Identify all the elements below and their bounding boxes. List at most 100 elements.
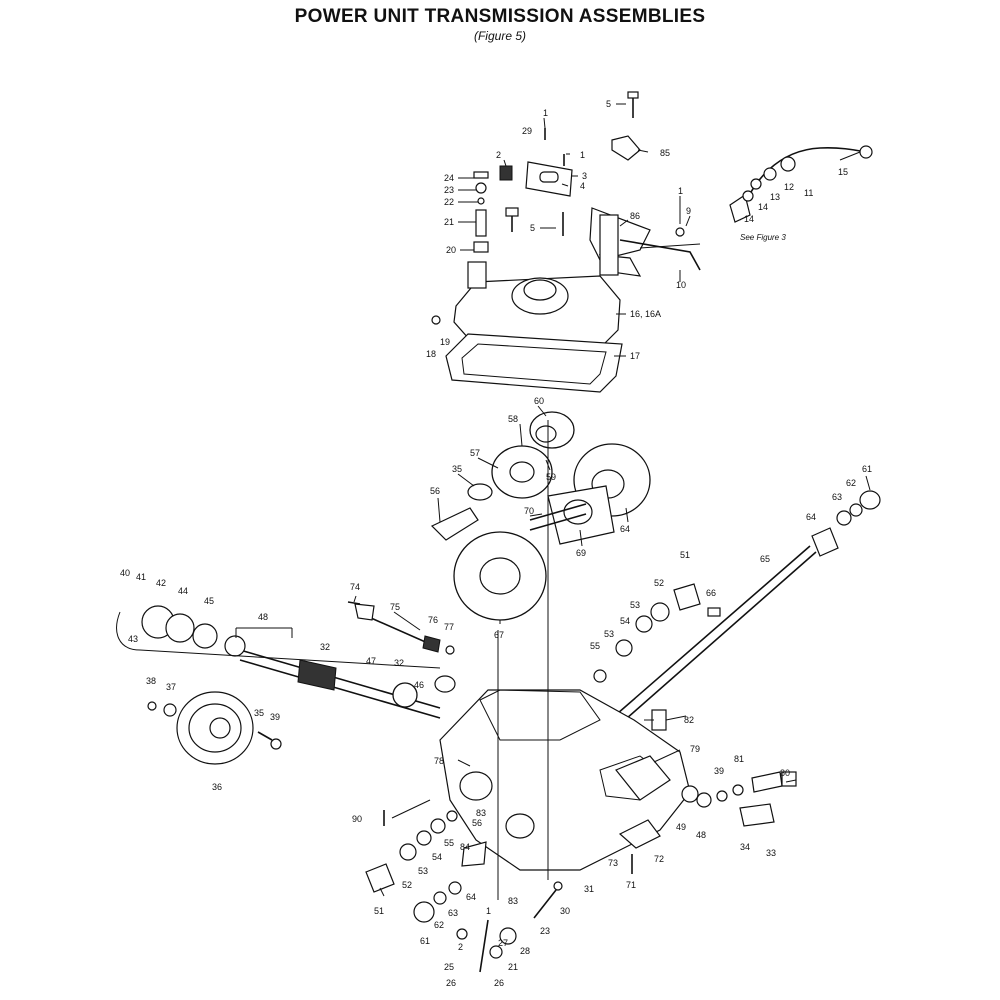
callout-14: 14: [744, 214, 754, 224]
spring-2: [499, 165, 513, 181]
callout-54: 54: [432, 852, 442, 862]
callout-32: 32: [394, 658, 404, 668]
callout-82: 82: [684, 715, 694, 725]
callout-64: 64: [466, 892, 476, 902]
callout-26: 26: [494, 978, 504, 988]
callout-62: 62: [846, 478, 856, 488]
callout-15: 15: [838, 167, 848, 177]
side-assembly-79-80-81: [615, 755, 797, 808]
callout-14: 14: [758, 202, 768, 212]
washers-12-13-14: [742, 156, 796, 202]
callout-63: 63: [448, 908, 458, 918]
callout-38: 38: [146, 676, 156, 686]
lever-30: [533, 881, 563, 919]
callout-62: 62: [434, 920, 444, 930]
worm-32: [297, 659, 337, 691]
callout-59: 59: [546, 472, 556, 482]
callout-41: 41: [136, 572, 146, 582]
callout-18: 18: [426, 349, 436, 359]
pin-74: [347, 601, 361, 605]
callout-33: 33: [766, 848, 776, 858]
callout-28: 28: [520, 946, 530, 956]
callout-55: 55: [590, 641, 600, 651]
fork-34: [739, 803, 775, 827]
callout-5: 5: [530, 223, 535, 233]
callout-32: 32: [320, 642, 330, 652]
callout-53: 53: [604, 629, 614, 639]
callout-9: 9: [686, 206, 691, 216]
cover-housing-16: [453, 261, 621, 351]
callout-2: 2: [458, 942, 463, 952]
screw-9: [675, 227, 685, 237]
callout-1: 1: [543, 108, 548, 118]
screw-5b: [505, 207, 564, 236]
shift-rod-75: [354, 603, 431, 645]
page-title: POWER UNIT TRANSMISSION ASSEMBLIES: [294, 6, 706, 27]
callout-69: 69: [576, 548, 586, 558]
callout-49: 49: [676, 822, 686, 832]
callout-39: 39: [714, 766, 724, 776]
callout-5: 5: [606, 99, 611, 109]
right-axle-parts-61-64: [811, 490, 881, 557]
callout-1: 1: [678, 186, 683, 196]
spring-76-77: [422, 635, 455, 655]
callout-72: 72: [654, 854, 664, 864]
screw-18-19: [431, 315, 441, 325]
callout-44: 44: [178, 586, 188, 596]
snap-ring-35: [467, 483, 493, 501]
callout-83: 83: [508, 896, 518, 906]
callout-see-figure: See Figure 3: [740, 233, 786, 242]
callout-51: 51: [374, 906, 384, 916]
callout-57: 57: [470, 448, 480, 458]
callout-23: 23: [540, 926, 550, 936]
callout-81: 81: [734, 754, 744, 764]
shift-lever-plate: [589, 207, 651, 277]
callout-21: 21: [508, 962, 518, 972]
pulley-hub-42-45: [141, 605, 246, 657]
callout-10: 10: [676, 280, 686, 290]
lower-right-stack-61-63: [413, 881, 462, 923]
callout-26: 26: [446, 978, 456, 988]
callout-53: 53: [630, 600, 640, 610]
shifter-bolt-5: [627, 91, 639, 118]
callout-70: 70: [524, 506, 534, 516]
callout-76: 76: [428, 615, 438, 625]
gasket-17: [445, 333, 623, 393]
callout-61: 61: [862, 464, 872, 474]
callout-1: 1: [486, 906, 491, 916]
callout-86: 86: [630, 211, 640, 221]
callout-74: 74: [350, 582, 360, 592]
callout-39: 39: [270, 712, 280, 722]
leader-lines: [116, 103, 871, 900]
callout-77: 77: [444, 622, 454, 632]
callout-45: 45: [204, 596, 214, 606]
callout-2: 2: [496, 150, 501, 160]
spider-gear-69: [547, 485, 615, 545]
callout-64: 64: [620, 524, 630, 534]
callout-78: 78: [434, 756, 444, 766]
callout-66: 66: [706, 588, 716, 598]
callout-1: 1: [580, 150, 585, 160]
callout-52: 52: [654, 578, 664, 588]
callout-64: 64: [806, 512, 816, 522]
shift-bracket-85: [611, 135, 641, 161]
callout-52: 52: [402, 880, 412, 890]
callout-73: 73: [608, 858, 618, 868]
callout-4: 4: [580, 181, 585, 191]
shift-lever-25-27: [456, 919, 517, 973]
callout-13: 13: [770, 192, 780, 202]
shift-rod-10: [619, 239, 701, 271]
callout-51: 51: [680, 550, 690, 560]
callout-84: 84: [460, 842, 470, 852]
bolts-37-38-39: [147, 701, 282, 750]
detent-plate-3-4: [525, 161, 573, 197]
callout-19: 19: [440, 337, 450, 347]
figure-subtitle: (Figure 5): [473, 29, 526, 43]
callout-40: 40: [120, 568, 130, 578]
callout-56: 56: [472, 818, 482, 828]
bearing-46: [434, 675, 456, 693]
detent-stack-20-24: [473, 171, 489, 253]
callout-29: 29: [522, 126, 532, 136]
bearing-stack-51-55: [593, 583, 721, 683]
callout-35: 35: [452, 464, 462, 474]
